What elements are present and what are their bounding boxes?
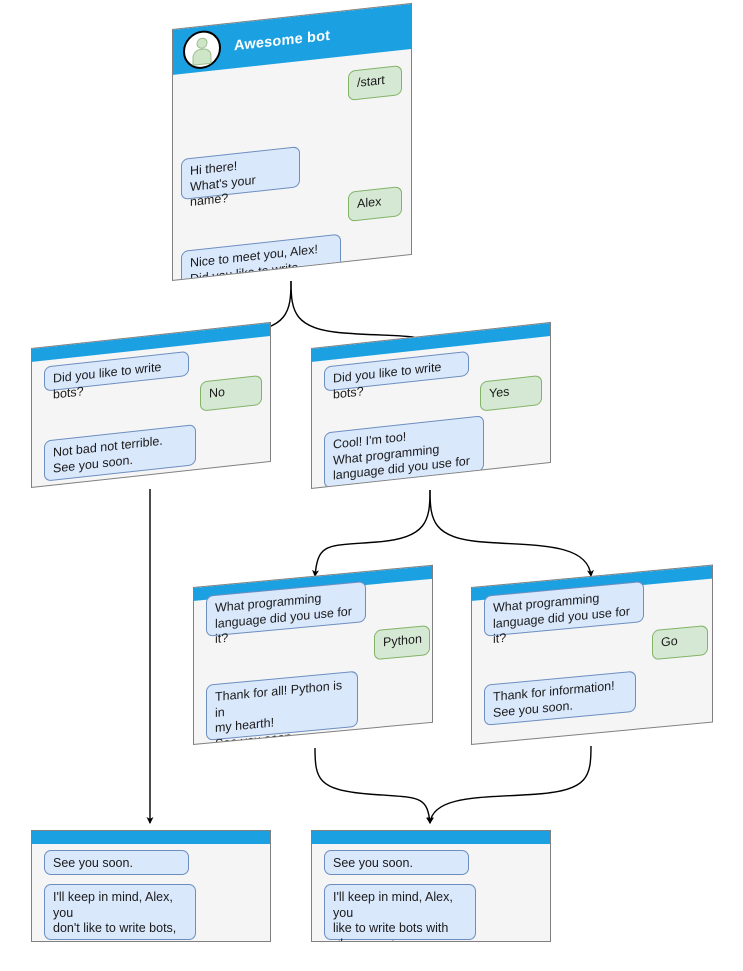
edge-yes-to-go [429, 489, 594, 578]
edge-go-to-end-happy [427, 745, 592, 825]
message-bubble-user[interactable]: Yes [480, 374, 542, 412]
message-bubble-user[interactable]: Go [652, 625, 708, 661]
edge-python-to-end-happy [314, 747, 433, 825]
chat-header-end-sad [32, 831, 270, 844]
avatar-body-shape [192, 47, 212, 66]
message-bubble-bot[interactable]: See you soon. [44, 850, 189, 875]
bot-name-label: Awesome bot [234, 27, 331, 54]
message-bubble-bot[interactable]: Cool! I'm too! What programming language… [324, 415, 484, 489]
bot-avatar-icon [183, 28, 221, 71]
chat-node-end-sad[interactable]: See you soon. I'll keep in mind, Alex, y… [31, 830, 271, 942]
chat-node-end-happy[interactable]: See you soon. I'll keep in mind, Alex, y… [311, 830, 551, 942]
message-bubble-bot[interactable]: Thank for information! See you soon. [484, 670, 636, 726]
message-bubble-bot[interactable]: I'll keep in mind, Alex, you don't like … [44, 884, 196, 941]
message-bubble-user[interactable]: /start [348, 65, 402, 101]
chat-node-answer-yes[interactable]: Did you like to write bots? Yes Cool! I'… [311, 321, 551, 489]
chat-header-start: Awesome bot [173, 4, 411, 75]
chat-node-start[interactable]: Awesome bot /start Hi there! What's your… [172, 2, 412, 282]
message-bubble-user[interactable]: Python [374, 625, 430, 661]
message-bubble-user[interactable]: Alex [348, 186, 402, 222]
message-bubble-bot[interactable]: Not bad not terrible. See you soon. [44, 424, 196, 482]
message-bubble-user[interactable]: No [200, 374, 262, 412]
message-bubble-bot[interactable]: Hi there! What's your name? [181, 146, 300, 209]
avatar-head-shape [196, 36, 208, 49]
message-bubble-bot[interactable]: I'll keep in mind, Alex, you like to wri… [324, 884, 476, 941]
message-bubble-bot[interactable]: Nice to meet you, Alex! Did you like to … [181, 233, 341, 282]
message-bubble-bot[interactable]: Thank for all! Python is in my hearth! S… [206, 670, 358, 745]
chat-header-end-happy [312, 831, 550, 844]
chat-node-answer-go[interactable]: What programming language did you use fo… [471, 564, 713, 745]
chat-node-answer-python[interactable]: What programming language did you use fo… [193, 564, 433, 745]
message-bubble-bot[interactable]: See you soon. [324, 850, 469, 875]
edge-yes-to-python [312, 489, 431, 578]
chat-node-answer-no[interactable]: Did you like to write bots? No Not bad n… [31, 321, 271, 488]
